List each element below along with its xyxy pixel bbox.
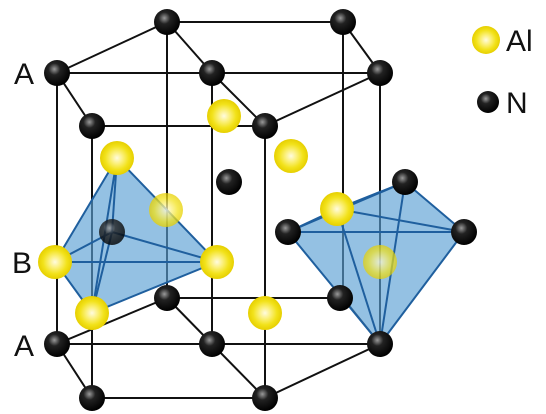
n-atom	[79, 113, 105, 139]
al-atom	[248, 296, 282, 330]
al-atom	[363, 245, 397, 279]
n-atom	[330, 9, 356, 35]
n-atom	[367, 60, 393, 86]
n-atom	[44, 331, 70, 357]
n-atom	[327, 285, 353, 311]
n-atom	[451, 219, 477, 245]
n-atom	[199, 60, 225, 86]
n-atom	[392, 169, 418, 195]
layer-label-top: A	[14, 58, 34, 91]
al-atom	[207, 99, 241, 133]
left-tetrahedron-face	[53, 156, 219, 315]
n-atom	[79, 385, 105, 411]
n-atom	[154, 285, 180, 311]
n-atom	[252, 385, 278, 411]
left-tetrahedron	[53, 156, 219, 315]
al-atom	[100, 141, 134, 175]
n-atom	[99, 219, 125, 245]
n-atom	[154, 9, 180, 35]
al-atom	[38, 245, 72, 279]
n-atom	[367, 331, 393, 357]
n-atom	[216, 169, 242, 195]
legend-al-label: Al	[506, 25, 533, 58]
layer-label-middle: B	[12, 247, 32, 280]
legend: Al N	[472, 25, 533, 120]
n-atom	[252, 113, 278, 139]
n-atom	[199, 331, 225, 357]
n-atoms	[44, 9, 477, 411]
al-atom	[200, 245, 234, 279]
legend-n-label: N	[506, 87, 528, 120]
al-atom	[320, 192, 354, 226]
al-atom	[274, 139, 308, 173]
n-atom	[275, 219, 301, 245]
al-atom	[75, 296, 109, 330]
layer-label-bottom: A	[14, 330, 34, 363]
legend-n-marker	[477, 91, 499, 113]
al-atom	[149, 193, 183, 227]
legend-al-marker	[472, 26, 500, 54]
al-atoms	[38, 99, 397, 330]
n-atom	[44, 60, 70, 86]
